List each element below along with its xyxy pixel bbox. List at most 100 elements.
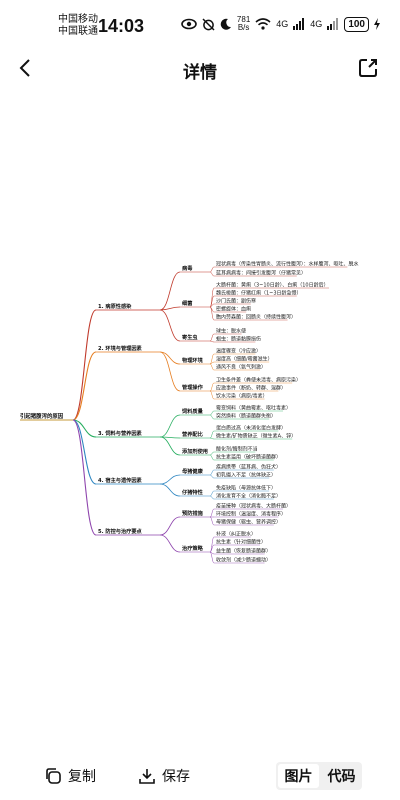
status-bar: 中国移动 中国联通 14:03 781 B/s 4G 4G 100	[0, 0, 400, 44]
mindmap-branch	[209, 451, 215, 456]
mindmap-leaf-label: 卫生条件差（粪便未清毒、病原污染）	[216, 377, 301, 384]
mindmap-branch	[209, 363, 215, 371]
mindmap-leaf-label: 魏氏梭菌：仔猪红痢（1~3日龄急慢）	[216, 290, 302, 297]
mindmap-leaf-label: 抗生素滥用（破坏肠道菌群）	[216, 454, 281, 461]
mindmap-subbranch-label: 病毒	[182, 264, 193, 272]
mindmap-branch	[159, 483, 181, 497]
mindmap-leaf-label: 抗生素（针对细菌性）	[216, 539, 266, 546]
mindmap-leaf-label: 应激事件（断奶、转群、混群）	[216, 385, 286, 392]
alarm-off-icon	[202, 17, 215, 31]
mindmap-branch	[209, 474, 215, 479]
mindmap-subbranch-label: 物理环境	[182, 356, 204, 364]
mindmap-branch	[209, 430, 215, 439]
download-icon	[139, 769, 155, 784]
mindmap-leaf-label: 温度骤变（冷应激）	[216, 348, 261, 355]
mindmap-leaf-label: 霉变饲料（黄曲霉素、呕吐毒素）	[216, 405, 291, 412]
signal-1-label: 4G	[276, 19, 289, 29]
status-icons: 781 B/s 4G 4G 100	[181, 16, 380, 32]
mindmap-leaf-label: 疫苗接种（冠状病毒、大肠杆菌）	[216, 503, 291, 510]
speed-value: 781	[236, 15, 251, 24]
mindmap-branch-label: 3. 饲料与营养因素	[98, 429, 143, 437]
copy-icon	[46, 768, 61, 784]
mindmap-branch	[159, 436, 181, 456]
mindmap-subbranch-label: 预防措施	[182, 509, 204, 517]
network-speed: 781 B/s	[237, 16, 250, 32]
mindmap-leaf-label: 益生菌（恢复肠道菌群）	[216, 548, 271, 555]
back-icon[interactable]	[14, 56, 38, 80]
mindmap-leaf-label: 密螺旋体：血痢	[216, 306, 251, 313]
mindmap-branch	[209, 536, 215, 553]
mindmap-branch-label: 4. 宿主与遗传因素	[98, 476, 143, 484]
mindmap-branch	[209, 382, 215, 392]
save-label: 保存	[162, 768, 190, 784]
mindmap-branch	[159, 414, 181, 438]
eye-icon	[181, 18, 197, 30]
mindmap-branch	[72, 351, 97, 421]
speed-unit: B/s	[237, 23, 250, 32]
mindmap-branch	[209, 454, 215, 461]
battery-level: 100	[344, 16, 369, 32]
mindmap-branch	[72, 419, 97, 536]
tab-image[interactable]: 图片	[278, 764, 319, 788]
mindmap-branch	[209, 437, 215, 440]
mindmap-branch	[159, 516, 181, 536]
mindmap-leaf-label: 通风不良（氨气刺激）	[216, 364, 266, 371]
mindmap-branch	[72, 309, 97, 421]
tab-code[interactable]: 代码	[327, 768, 356, 784]
carrier-1: 中国移动	[58, 14, 98, 25]
mindmap-branch	[209, 390, 215, 400]
mindmap-leaf-label: 蓝耳病病毒：间接引发腹泻（仔猪常见）	[216, 270, 306, 277]
mindmap-leaf-label: 饮水污染（病原/毒素）	[216, 393, 268, 400]
mindmap-leaf-label: 球虫：脱水便	[216, 328, 246, 335]
mindmap-subbranch-label: 饲料质量	[181, 407, 204, 415]
mindmap-leaf-label: 酸化剂/酶制剂不当	[216, 446, 258, 453]
mindmap-leaf-label: 收敛剂（减少肠道蠕动）	[216, 557, 271, 564]
mindmap-branch	[209, 551, 215, 564]
mindmap-subbranch-label: 管理操作	[182, 383, 204, 391]
mindmap-leaf-label: 沙门氏菌：副伤寒	[216, 298, 256, 305]
bottom-action-bar: 复制 保存 图片 代码	[0, 760, 400, 800]
wifi-icon	[255, 18, 271, 30]
mindmap-leaf-label: 大肠杆菌：黄痢（3~10日龄）、白痢（10日龄后）	[216, 282, 329, 289]
mindmap-branch	[209, 414, 215, 420]
mindmap-branch	[159, 534, 181, 553]
mindmap-leaf-label: 冠状病毒（传染性胃肠炎、流行性腹泻）：水样腹泻、呕吐、脱水	[216, 261, 359, 268]
mindmap-branch-label: 5. 防控与治疗要点	[98, 527, 143, 535]
mindmap-leaf-label: 微生素/矿物质缺乏（微生素A、锌）	[216, 433, 296, 440]
mindmap-subbranch-label: 母猪健康	[182, 467, 204, 475]
mindmap-leaf-label: 湿度高（细菌/霉菌滋生）	[216, 356, 273, 363]
mindmap-branch	[159, 351, 181, 392]
mindmap-leaf-label: 母猪保健（驱虫、营养调控）	[216, 519, 281, 526]
mindmap-branch	[209, 306, 215, 321]
copy-button[interactable]: 复制	[44, 766, 96, 786]
mindmap-branch	[209, 361, 215, 365]
signal-2-label: 4G	[310, 19, 323, 29]
page-title: 详情	[183, 63, 217, 82]
mindmap-root: 引起猪腹泻的原因	[20, 412, 64, 420]
mindmap-leaf-label: 突然换料（肠道菌群失衡）	[216, 413, 276, 420]
mindmap-branch-label: 2. 环境与管理因素	[98, 344, 143, 352]
mindmap-leaf-label: 蛋白质过高（未消化蛋白发酵）	[216, 425, 286, 432]
save-button[interactable]: 保存	[138, 766, 190, 786]
signal-bars-icon	[327, 18, 339, 30]
mindmap-leaf-label: 初乳摄入不足（抗体缺乏）	[216, 472, 276, 479]
mindmap-subbranch-label: 营养配比	[182, 430, 203, 438]
mindmap-branch	[159, 306, 181, 311]
mindmap-canvas: 引起猪腹泻的原因 1. 病原性感染 病毒 冠状病毒（传染性胃肠炎、流行性腹泻）：水样腹…	[20, 261, 359, 564]
mindmap-branch	[209, 353, 215, 365]
carrier-info: 中国移动 中国联通	[58, 14, 98, 38]
mindmap-leaf-label: 疾病携带（蓝耳病、伪狂犬）	[216, 464, 281, 471]
mindmap-leaf-label: 环境控制（温湿度、消毒程序）	[216, 511, 286, 518]
mindmap-leaf-label: 消化发育不全（消化酶不足）	[216, 493, 281, 500]
mindmap-leaf-label: 免疫缺陷（母源抗体低下）	[216, 485, 276, 492]
mindmap-branch	[209, 410, 215, 416]
mindmap-branch	[209, 469, 215, 476]
mindmap-branch	[159, 309, 181, 342]
mindmap-image[interactable]: 引起猪腹泻的原因 1. 病原性感染 病毒 冠状病毒（传染性胃肠炎、流行性腹泻）：水样腹…	[0, 255, 400, 585]
mindmap-subbranch-label: 寄生虫	[182, 333, 198, 341]
mindmap-leaf-label: 蛔虫：肠道黏膜损伤	[216, 336, 261, 343]
signal-bars-icon	[293, 18, 305, 30]
mindmap-leaf-label: 补液（纠正脱水）	[216, 531, 256, 538]
mindmap-branch-label: 1. 病原性感染	[98, 302, 132, 310]
share-icon[interactable]	[356, 56, 380, 80]
